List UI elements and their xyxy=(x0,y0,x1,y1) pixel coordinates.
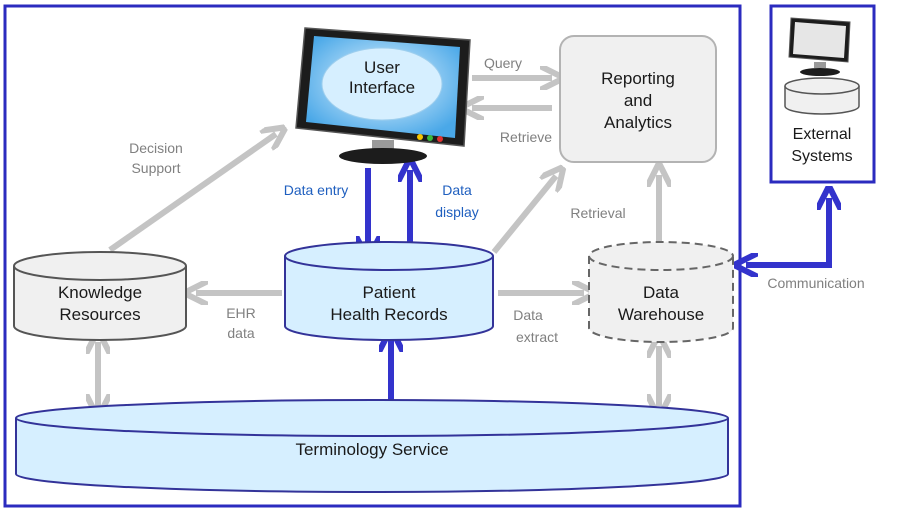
retrieve-label: Retrieve xyxy=(500,129,552,145)
phr-label: Patient xyxy=(363,283,416,302)
user-interface-ellipse xyxy=(321,47,443,121)
data-extract-label: Data xyxy=(513,307,543,323)
external-label: Systems xyxy=(791,148,852,165)
knowledge-label: Resources xyxy=(59,305,140,324)
user-interface-monitor: User Interface xyxy=(295,27,471,164)
warehouse-label: Data xyxy=(643,283,679,302)
data-warehouse-node: Data Warehouse xyxy=(588,241,734,343)
monitor-stand xyxy=(339,148,427,164)
decision-support-arrow xyxy=(108,134,276,253)
data-display-label: display xyxy=(435,204,479,220)
external-disk-top xyxy=(784,77,860,95)
retrieval-arrow-phr xyxy=(491,176,556,254)
decision-support-label: Decision xyxy=(129,140,183,156)
knowledge-label: Knowledge xyxy=(58,283,142,302)
external-monitor-screen xyxy=(793,22,846,58)
knowledge-resources-node: Knowledge Resources xyxy=(13,251,187,341)
reporting-label: Analytics xyxy=(604,113,672,132)
reporting-label: and xyxy=(624,91,652,110)
decision-support-label: Support xyxy=(131,160,180,176)
external-label: External xyxy=(793,126,852,143)
power-light-icon xyxy=(417,134,423,140)
external-monitor-neck xyxy=(814,62,826,68)
patient-health-records-node: Patient Health Records xyxy=(284,241,494,341)
user-interface-label: Interface xyxy=(349,78,415,97)
ehr-data-label: data xyxy=(227,325,254,341)
data-entry-label: Data entry xyxy=(284,182,349,198)
communication-label: Communication xyxy=(767,275,864,291)
power-light-icon xyxy=(437,136,443,142)
terminology-service-node: Terminology Service xyxy=(15,399,729,493)
external-systems-node: External Systems xyxy=(784,17,860,165)
phr-label: Health Records xyxy=(330,305,447,324)
retrieval-label: Retrieval xyxy=(570,205,625,221)
user-interface-label: User xyxy=(364,58,400,77)
data-display-label: Data xyxy=(442,182,472,198)
gray-arrows xyxy=(98,78,659,406)
terminology-label: Terminology Service xyxy=(295,440,448,459)
power-light-icon xyxy=(427,135,433,141)
query-label: Query xyxy=(484,55,522,71)
external-monitor-stand xyxy=(800,68,840,76)
communication-arrow xyxy=(746,198,829,265)
warehouse-label: Warehouse xyxy=(618,305,704,324)
reporting-analytics-node: Reporting and Analytics xyxy=(559,35,717,163)
ehr-data-label: EHR xyxy=(226,305,256,321)
data-extract-label: extract xyxy=(516,329,558,345)
reporting-label: Reporting xyxy=(601,69,675,88)
